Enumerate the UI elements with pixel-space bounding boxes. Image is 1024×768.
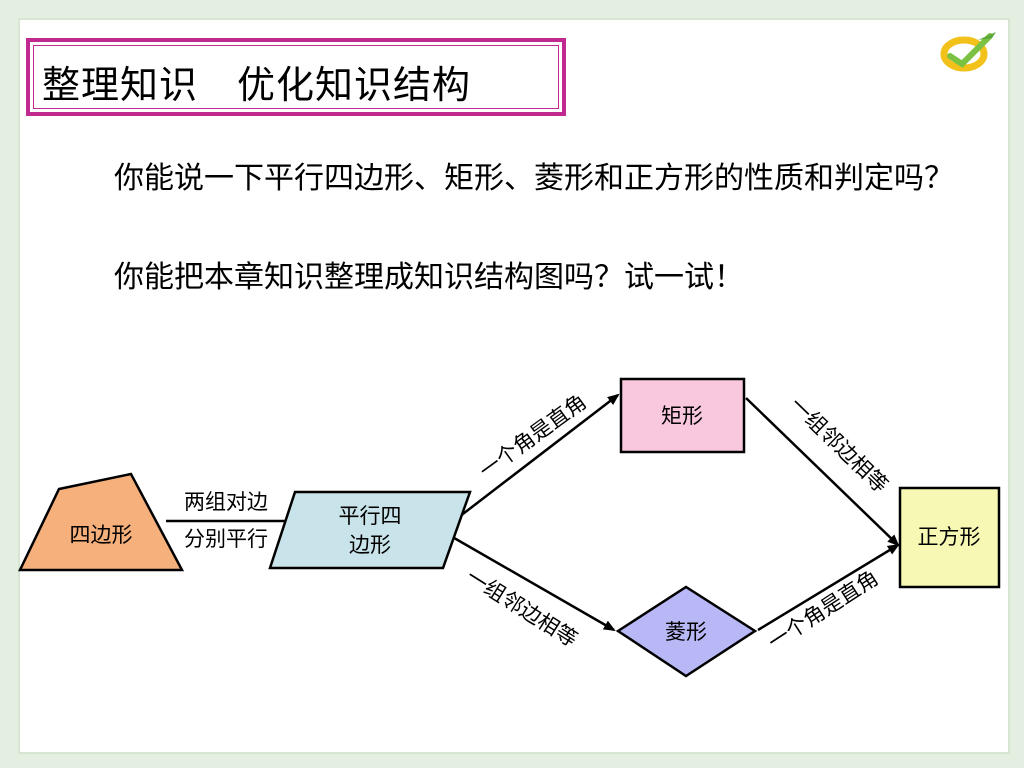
edge-rect-to-square [745,397,900,547]
node-rhombus [615,585,758,678]
label-rhombus: 菱形 [665,620,707,644]
edge-label-rect-square: 一组邻边相等 [785,393,892,498]
label-square: 正方形 [918,525,981,549]
question-paragraph-2: 你能把本章知识整理成知识结构图吗？试一试！ [114,260,744,295]
node-rectangle [619,377,746,454]
edge-label-quad-para-1: 两组对边 [184,490,268,514]
slide-title-box: 整理知识 优化知识结构 [26,38,566,116]
edge-label-quad-para-2: 分别平行 [184,527,268,551]
question-paragraph-1: 你能说一下平行四边形、矩形、菱形和正方形的性质和判定吗？ [114,161,954,196]
slide-panel [18,18,1010,754]
edge-para-to-rhombus [441,529,616,632]
node-quadrilateral [18,472,185,572]
node-square [898,486,1001,589]
label-parallelogram-2: 边形 [349,533,391,557]
label-parallelogram-1: 平行四 [339,504,402,528]
node-parallelogram [268,490,472,570]
label-rectangle: 矩形 [661,404,703,428]
label-quadrilateral: 四边形 [70,523,133,547]
edge-label-para-rect: 一个角是直角 [475,390,591,483]
pencil-check-icon [940,32,996,72]
edge-rhombus-to-square [757,543,900,632]
edge-label-rhombus-square: 一个角是直角 [764,566,883,655]
edge-para-to-rect [441,393,620,531]
